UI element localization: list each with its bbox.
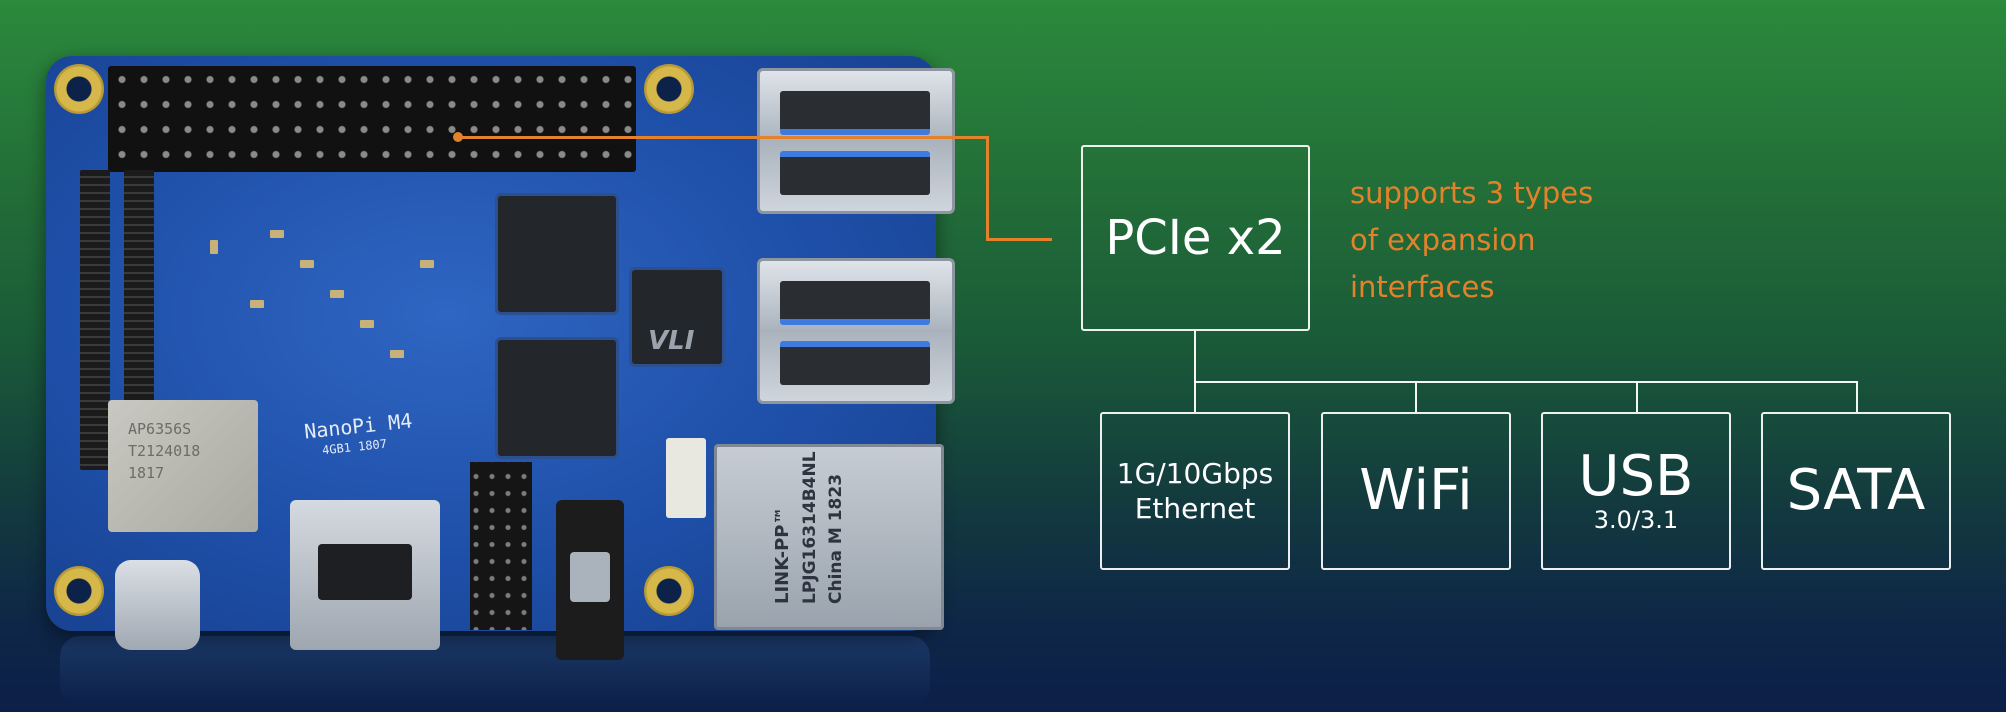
connector-branch-usb [1636, 381, 1638, 412]
connector-branch-wifi [1415, 381, 1417, 412]
usb-label: USB [1578, 444, 1694, 510]
callout-line-horizontal [458, 136, 988, 139]
expansion-note: supports 3 types of expansion interfaces [1350, 170, 1593, 311]
usb-controller-chip [632, 270, 722, 364]
sata-box: SATA [1761, 412, 1951, 570]
wifi-module [108, 400, 258, 532]
audio-jack [556, 500, 624, 660]
ethernet-label-line-1: 1G/10Gbps [1116, 457, 1274, 490]
wifi-box: WiFi [1321, 412, 1511, 570]
smd-component [270, 230, 284, 238]
pin-header-small [470, 462, 532, 630]
ethernet-box: 1G/10Gbps Ethernet [1100, 412, 1290, 570]
smd-component [390, 350, 404, 358]
callout-line-to-box [986, 238, 1052, 241]
smd-component [330, 290, 344, 298]
usb-box: USB 3.0/3.1 [1541, 412, 1731, 570]
pcie-label: PCIe x2 [1105, 210, 1286, 266]
ethernet-port [714, 444, 944, 630]
wifi-label: WiFi [1359, 457, 1473, 523]
ram-chip-top [498, 196, 616, 312]
smd-component [300, 260, 314, 268]
mounting-hole-top-right [644, 64, 694, 114]
gpio-header [108, 66, 636, 172]
callout-line-vertical [986, 136, 989, 240]
ethernet-brand: LINK-PP™ [772, 506, 793, 604]
usb-port-bottom [757, 258, 955, 404]
mounting-hole-bottom-right [644, 566, 694, 616]
usb-sublabel: 3.0/3.1 [1593, 506, 1679, 535]
connector-branch-ethernet [1194, 381, 1196, 412]
ethernet-origin: China M 1823 [826, 473, 846, 604]
wifi-module-text: AP6356S T2124018 1817 [128, 420, 201, 482]
note-line-2: of expansion [1350, 223, 1536, 257]
smd-component [420, 260, 434, 268]
ethernet-part-number: LPJG16314B4NL [800, 451, 820, 604]
pcie-box: PCIe x2 [1081, 145, 1310, 331]
connector-trunk [1194, 331, 1196, 382]
ethernet-label-line-2: Ethernet [1134, 492, 1256, 525]
smd-component [210, 240, 218, 254]
board-reflection [60, 636, 930, 706]
chip-logo: VLI [648, 326, 695, 356]
hdmi-port [290, 500, 440, 650]
smd-component [360, 320, 374, 328]
fpc-connector-left [80, 170, 110, 470]
connector-branch-sata [1856, 381, 1858, 412]
mounting-hole-top-left [54, 64, 104, 114]
note-line-1: supports 3 types [1350, 176, 1594, 210]
board-image: VLI NanoPi M4 4GB1 1807 AP6356S T2124018… [0, 0, 960, 712]
note-line-3: interfaces [1350, 270, 1495, 304]
usb-c-port [115, 560, 200, 650]
battery-connector [666, 438, 706, 518]
sata-label: SATA [1786, 457, 1926, 523]
connector-bus [1195, 381, 1858, 383]
usb-port-top [757, 68, 955, 214]
smd-component [250, 300, 264, 308]
ram-chip-bottom [498, 340, 616, 456]
mounting-hole-bottom-left [54, 566, 104, 616]
